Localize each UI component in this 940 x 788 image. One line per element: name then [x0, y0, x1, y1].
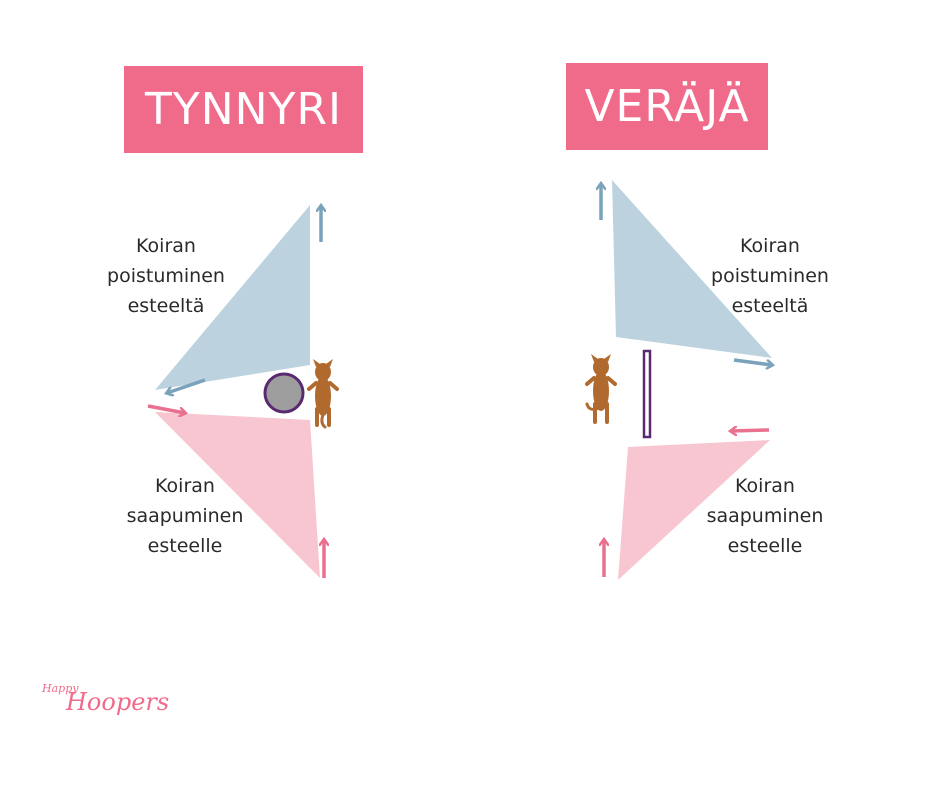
label-line: saapuminen: [706, 505, 824, 527]
label-line: Koiran: [735, 475, 795, 497]
label-line: saapuminen: [126, 505, 244, 527]
barrel-title: TYNNYRI: [124, 66, 363, 153]
gate-arrival-arrow-left: [731, 430, 770, 431]
label-line: poistuminen: [107, 265, 225, 287]
gate-exit-label: Koiran poistuminen esteeltä: [695, 231, 845, 321]
gate-arrival-label: Koiran saapuminen esteelle: [690, 471, 840, 561]
label-line: esteelle: [147, 535, 223, 557]
label-line: esteelle: [727, 535, 803, 557]
dog-icon: [585, 354, 617, 424]
logo-small-text: Happy: [42, 682, 79, 695]
barrel-arrival-arrow-right: [147, 404, 185, 413]
dog-icon: [307, 359, 339, 429]
label-line: Koiran: [155, 475, 215, 497]
label-line: esteeltä: [127, 295, 205, 317]
gate-exit-zone: [612, 180, 772, 358]
barrel-exit-label: Koiran poistuminen esteeltä: [91, 231, 241, 321]
label-line: esteeltä: [731, 295, 809, 317]
happy-hoopers-logo: Happy Hoopers: [40, 682, 170, 732]
gate-arrival-zone: [618, 440, 770, 580]
label-line: poistuminen: [711, 265, 829, 287]
barrel-obstacle: [263, 372, 305, 414]
gate-obstacle: [642, 349, 652, 439]
logo-big-text: Hoopers: [66, 688, 170, 716]
barrel-arrival-zone: [155, 412, 320, 578]
label-line: Koiran: [136, 235, 196, 257]
barrel-exit-arrow-left: [167, 378, 206, 393]
barrel-exit-zone: [155, 205, 310, 390]
gate-title: VERÄJÄ: [566, 63, 768, 150]
barrel-arrival-label: Koiran saapuminen esteelle: [110, 471, 260, 561]
label-line: Koiran: [740, 235, 800, 257]
gate-exit-arrow-right: [733, 358, 772, 365]
